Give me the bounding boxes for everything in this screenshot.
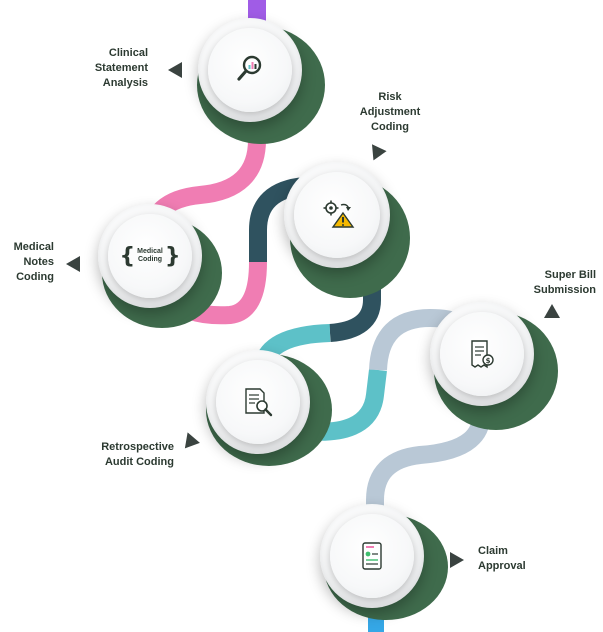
claim-label: Claim Approval	[478, 544, 548, 574]
retro-label-line-1: Retrospective	[101, 441, 174, 453]
claim-label-line-1: Claim	[478, 545, 508, 557]
medical-pointer-arrow	[66, 256, 80, 272]
clinical-label-line-3: Analysis	[102, 77, 148, 89]
medical-label-line-2: Notes	[23, 256, 54, 268]
medical-label-line-3: Coding	[16, 271, 54, 283]
clinical-label-line-1: Clinical	[108, 47, 148, 59]
magnifier-chart-icon	[230, 48, 270, 88]
claim-form-icon	[352, 538, 392, 574]
medical-coding-badge: { Medical Coding }	[119, 238, 180, 274]
risk-label-line-3: Coding	[371, 121, 409, 133]
clinical-label: Clinical Statement Analysis	[76, 46, 148, 91]
svg-text:$: $	[486, 357, 491, 365]
badge-line-2: Coding	[137, 256, 163, 263]
claim-pointer-arrow	[450, 552, 464, 568]
right-brace-icon: }	[164, 243, 181, 269]
left-brace-icon: {	[119, 243, 136, 269]
medical-node-inner	[108, 214, 192, 298]
medical-label: Medical Notes Coding	[2, 240, 54, 285]
badge-line-1: Medical	[137, 248, 163, 255]
superbill-label-line-1: Super Bill	[544, 269, 596, 281]
claim-label-line-2: Approval	[478, 560, 526, 572]
superbill-pointer-arrow	[544, 304, 560, 318]
medical-coding-badge-text: Medical Coding	[137, 248, 163, 264]
clinical-node-inner	[208, 28, 292, 112]
receipt-dollar-icon: $	[462, 336, 502, 372]
gear-warning-icon	[318, 196, 358, 232]
medical-label-line-1: Medical	[13, 241, 54, 253]
document-search-icon	[238, 384, 278, 420]
superbill-label-line-2: Submission	[533, 284, 596, 296]
retro-label: Retrospective Audit Coding	[82, 440, 174, 470]
retro-label-line-2: Audit Coding	[104, 456, 174, 468]
clinical-label-line-2: Statement	[94, 62, 148, 74]
risk-node-inner	[294, 172, 380, 258]
risk-label: Risk Adjustment Coding	[350, 90, 430, 135]
superbill-label: Super Bill Submission	[518, 268, 596, 298]
risk-label-line-1: Risk	[378, 91, 402, 103]
risk-label-line-2: Adjustment	[359, 106, 421, 118]
clinical-pointer-arrow	[168, 62, 182, 78]
